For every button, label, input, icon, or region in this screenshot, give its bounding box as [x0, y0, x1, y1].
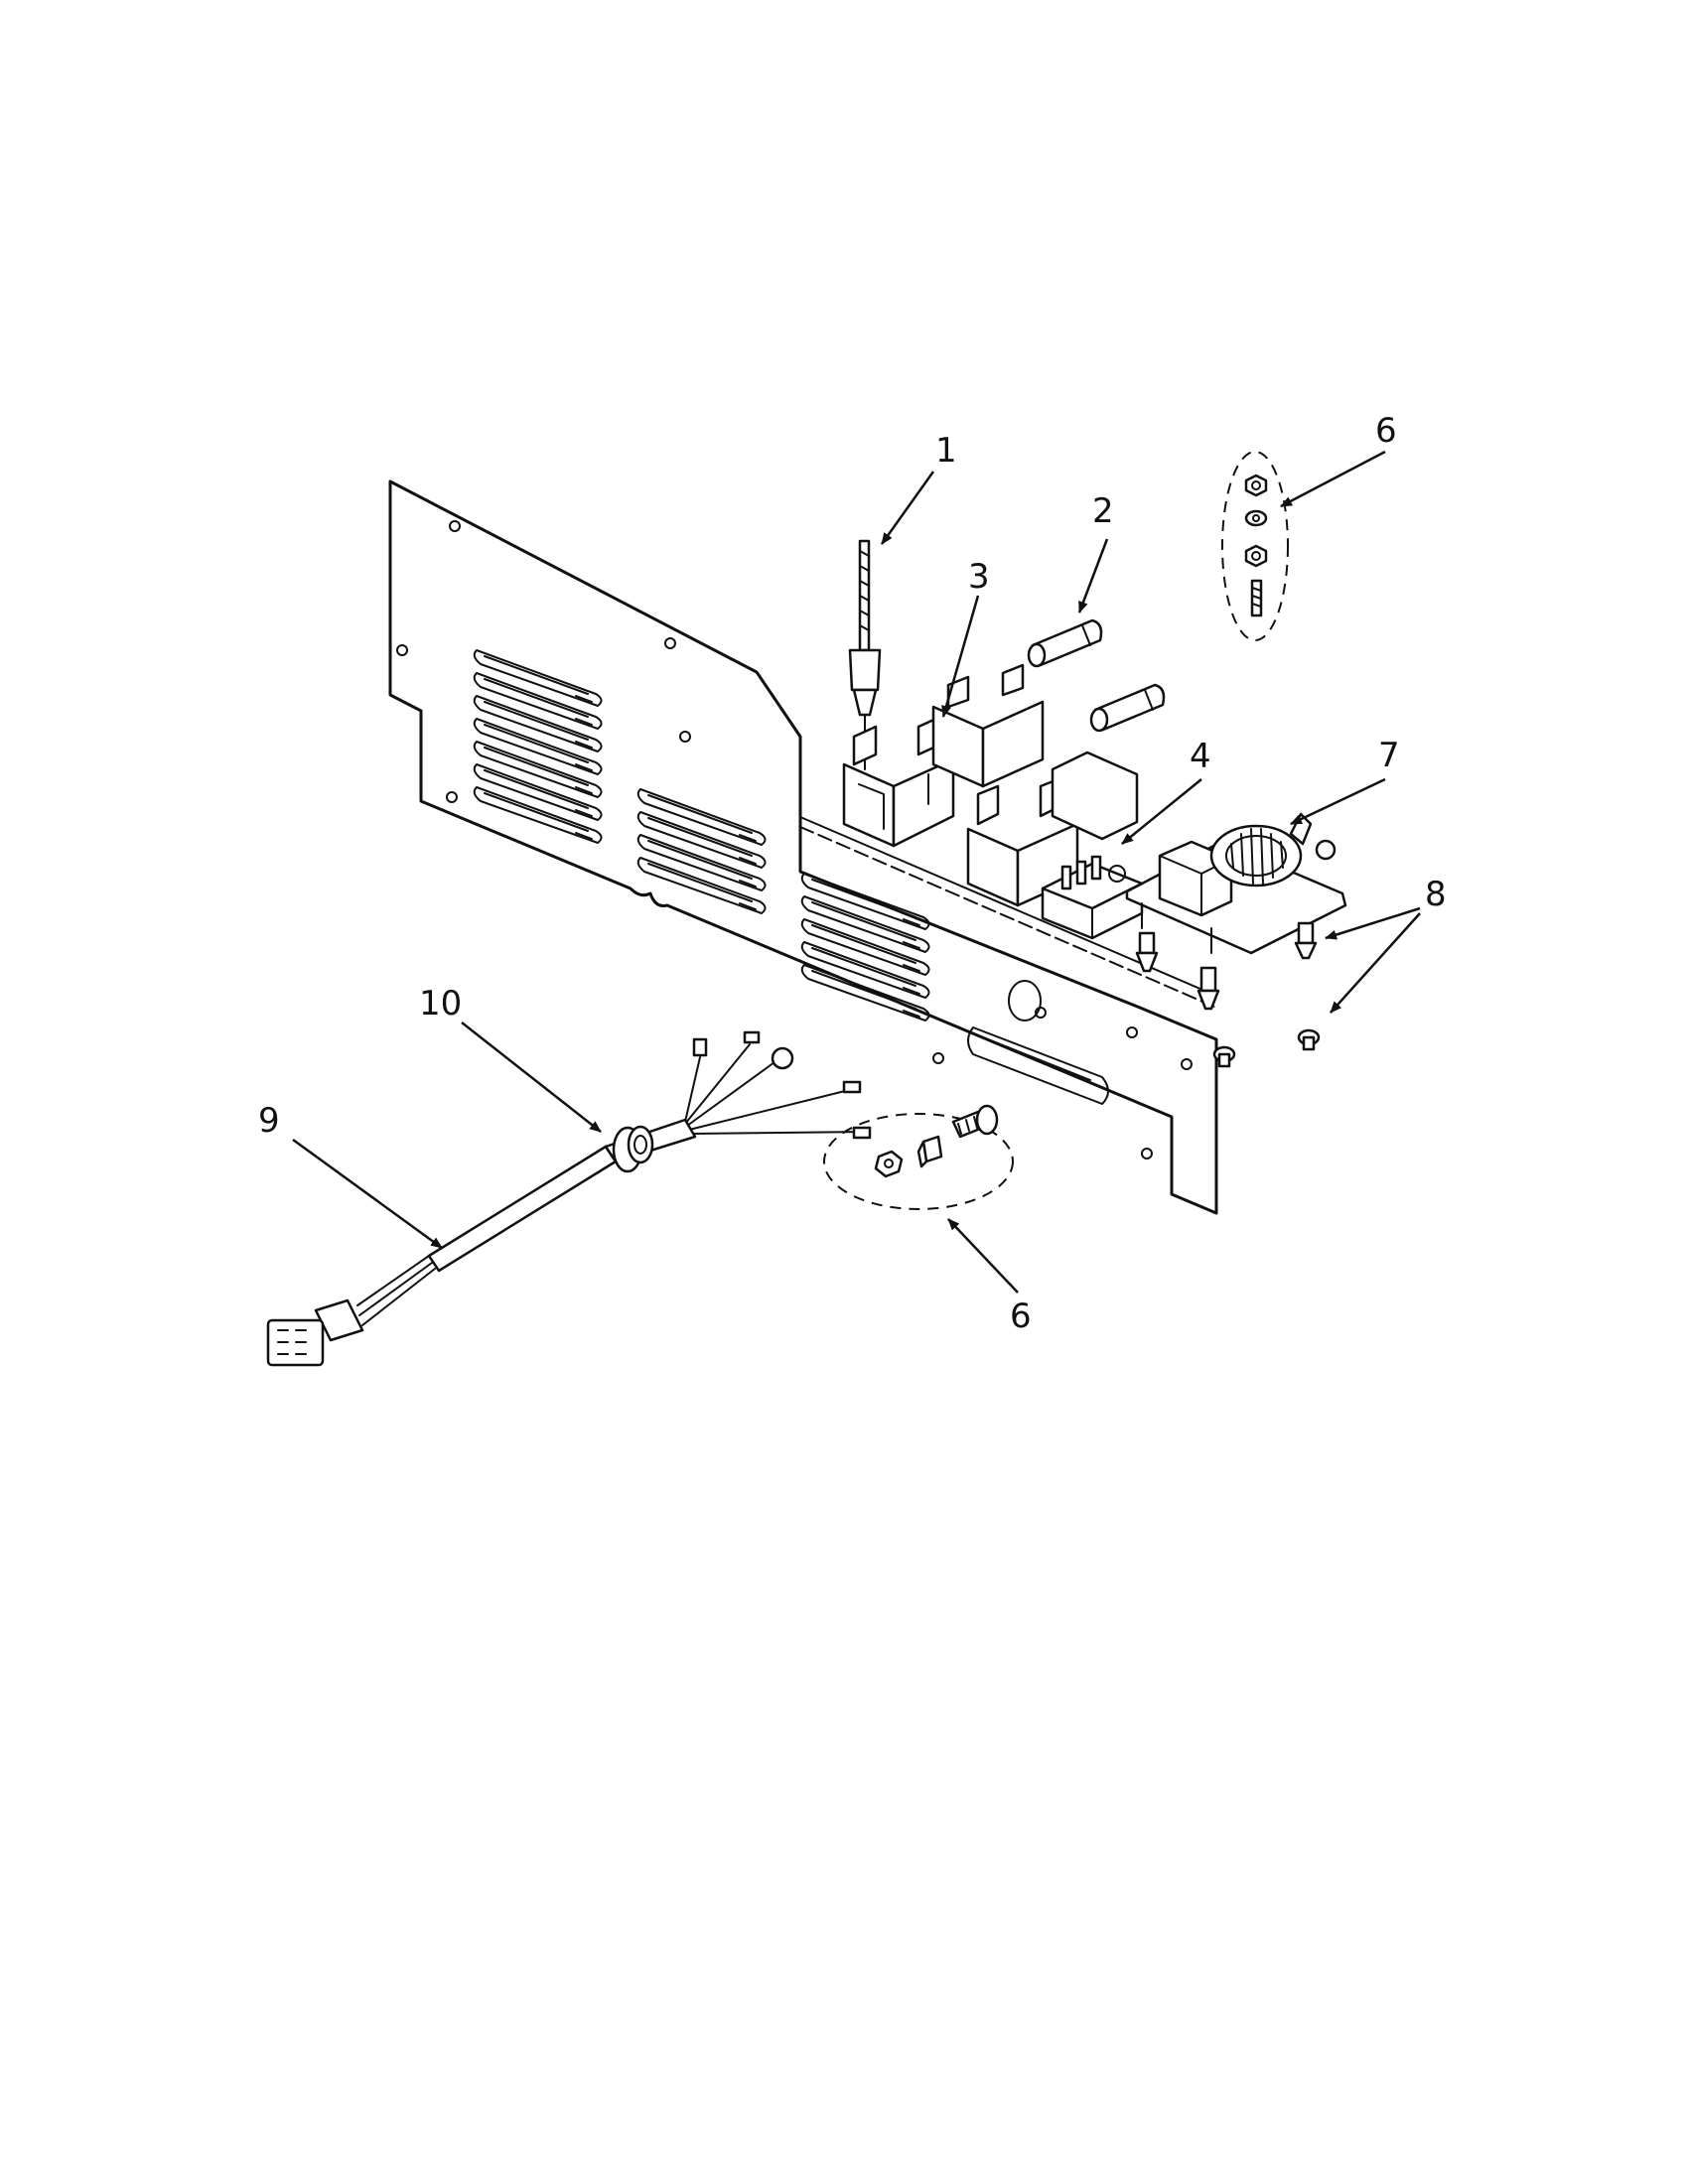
wire-harness [266, 1030, 872, 1367]
callout-6-upper: 6 [1375, 411, 1397, 451]
callout-6-lower: 6 [1010, 1297, 1032, 1336]
mounting-panel [388, 479, 1218, 1215]
fuse-holder-mid [931, 663, 1045, 788]
fuse-holder-left [842, 715, 955, 848]
standoffs [1135, 921, 1321, 1068]
callout-leaders [292, 450, 1421, 1294]
hardware-group-upper [1221, 451, 1289, 641]
hardware-group-lower [823, 1104, 1014, 1210]
terminal-block [1041, 855, 1144, 940]
fuse-upper [1027, 618, 1103, 668]
callout-9: 9 [258, 1101, 280, 1141]
callout-3: 3 [968, 557, 990, 597]
callout-10: 10 [419, 984, 462, 1024]
callout-1: 1 [935, 431, 957, 471]
fuse-lower [1089, 683, 1166, 733]
callout-8: 8 [1425, 875, 1447, 914]
callout-4: 4 [1190, 737, 1211, 776]
filter-board [1125, 812, 1347, 955]
callout-7: 7 [1378, 736, 1400, 775]
grommet [612, 1125, 654, 1173]
callout-2: 2 [1092, 491, 1114, 531]
fuse-holder-right [966, 751, 1139, 907]
